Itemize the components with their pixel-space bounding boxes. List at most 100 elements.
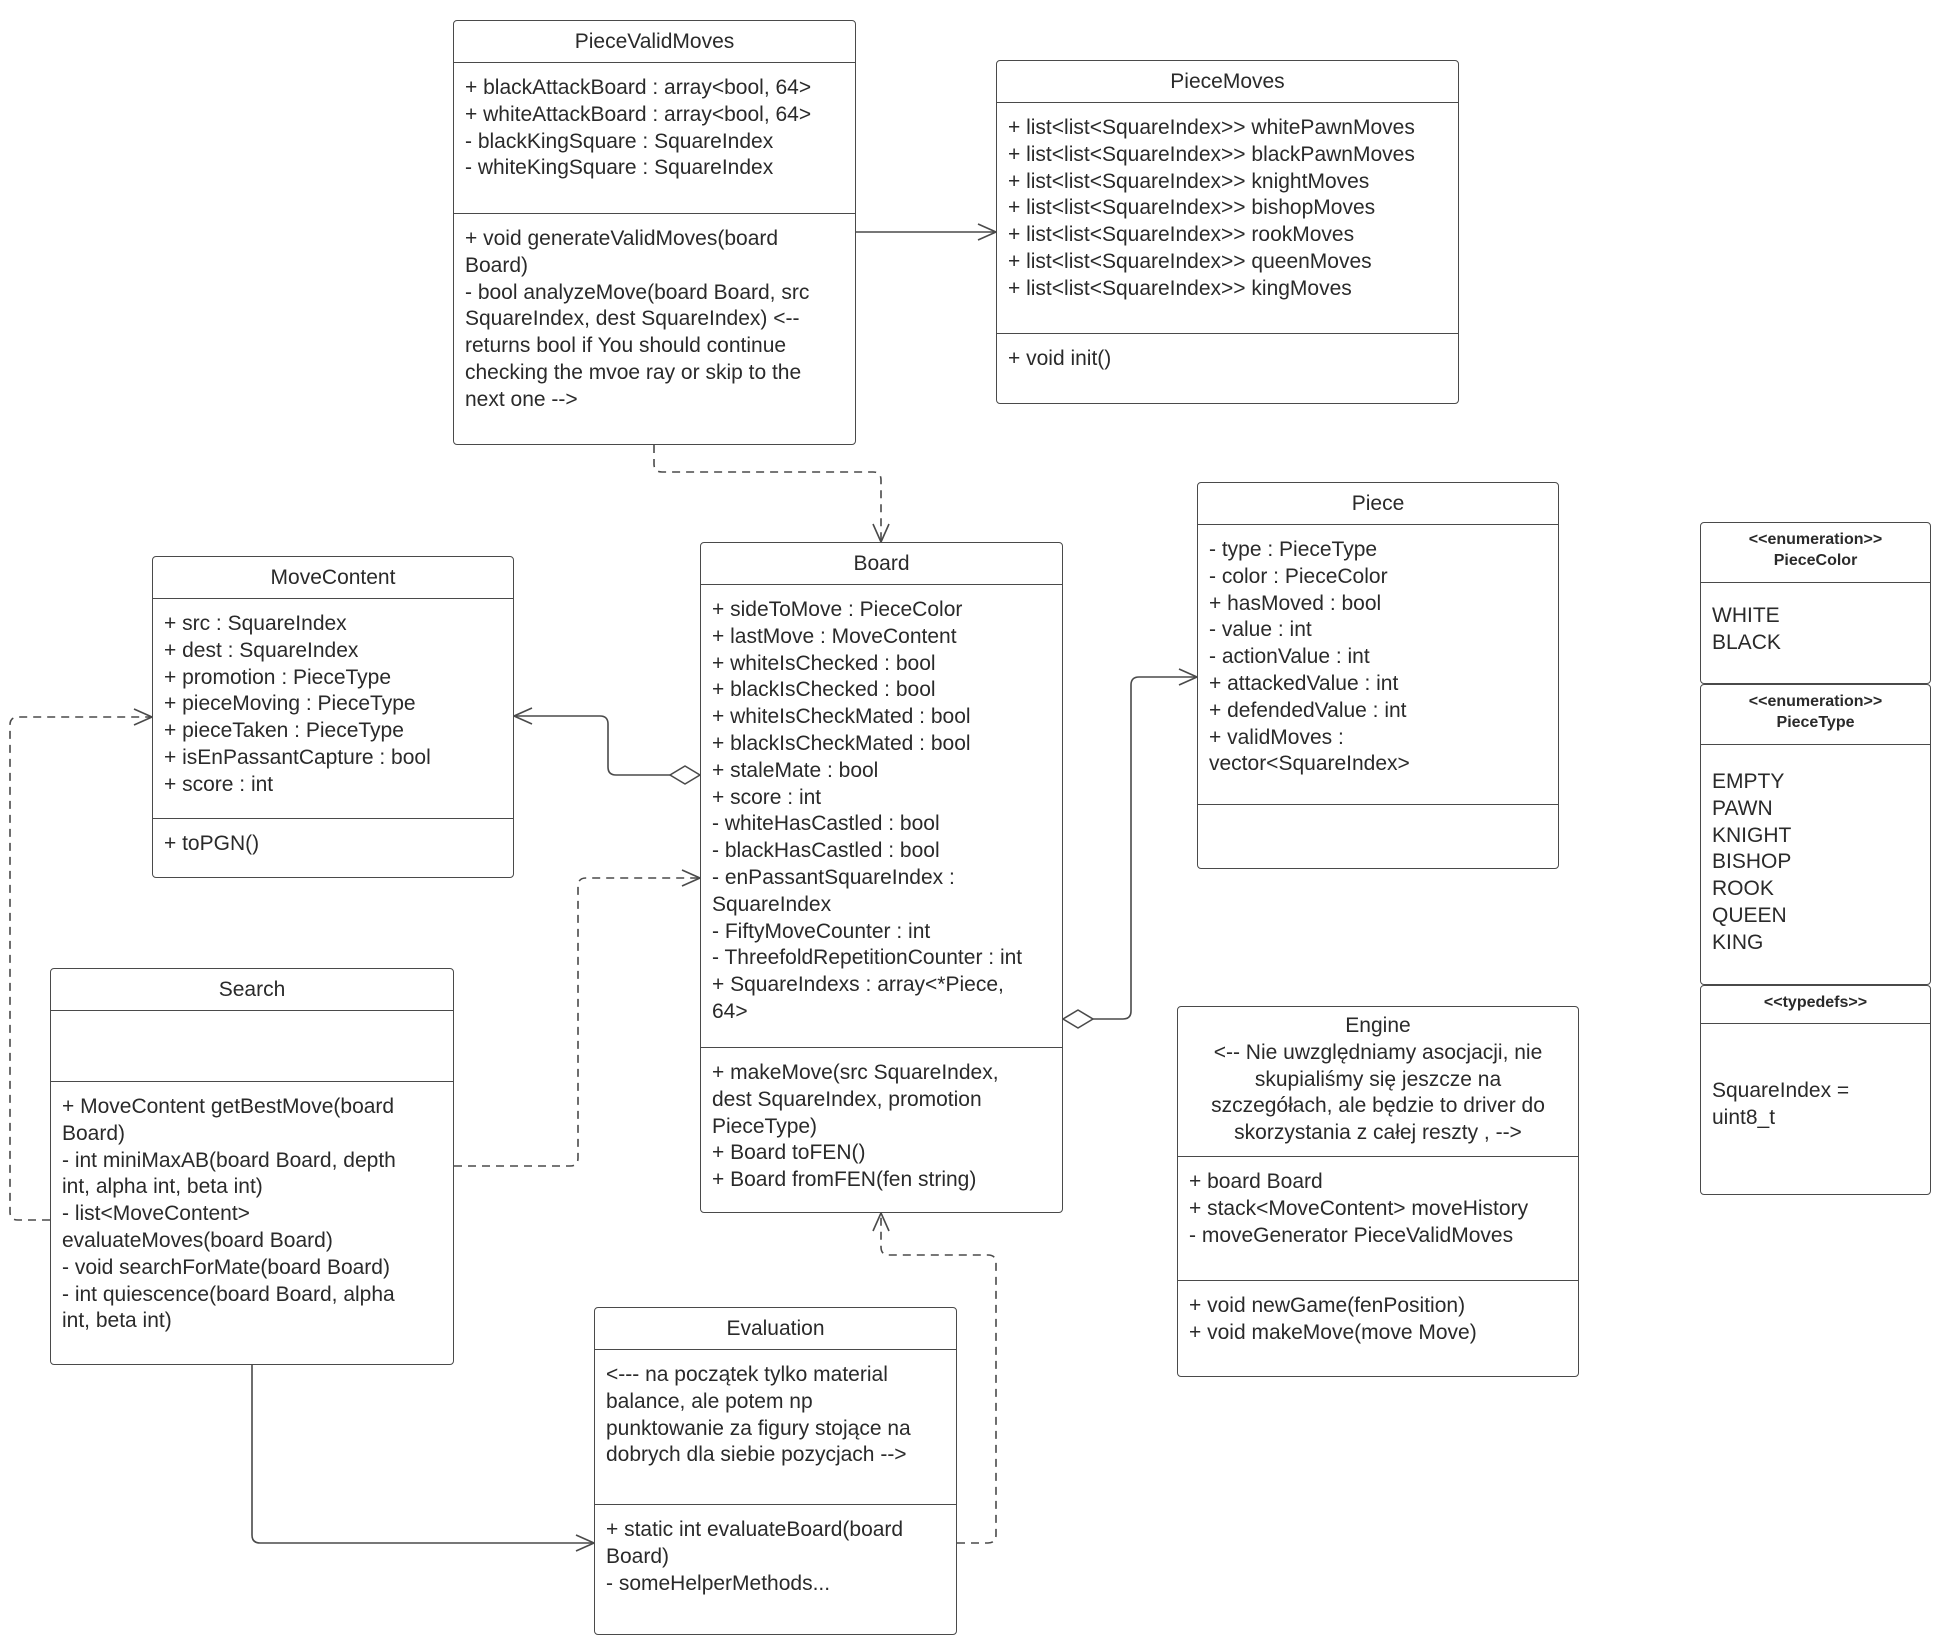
class-name: Board xyxy=(701,543,1062,585)
member-line: - int miniMaxAB(board Board, depth xyxy=(62,1148,396,1172)
class-name: Piece xyxy=(1198,483,1558,525)
member-line: + blackAttackBoard : array<bool, 64> xyxy=(465,76,812,99)
arrowhead-open xyxy=(575,1534,595,1552)
member-line: + board Board xyxy=(1189,1170,1323,1193)
enum-name: PieceColor xyxy=(1773,552,1858,569)
class-name: PieceValidMoves xyxy=(454,21,855,63)
member-line: + blackIsChecked : bool xyxy=(712,678,936,702)
member-line: skorzystania z całej reszty , --> xyxy=(1234,1121,1522,1145)
member-line: + score : int xyxy=(164,772,274,796)
member-line: Board) xyxy=(606,1544,670,1568)
member-line: KNIGHT xyxy=(1712,823,1792,847)
member-line: + promotion : PieceType xyxy=(164,665,392,689)
attributes-section: - type : PieceType- color : PieceColor+ … xyxy=(1198,525,1558,805)
member-line: - color : PieceColor xyxy=(1209,564,1388,588)
class-evaluation[interactable]: Evaluation <--- na początek tylko materi… xyxy=(594,1307,957,1635)
aggregation-diamond xyxy=(1062,1009,1094,1029)
typedefs-box[interactable]: <<typedefs>> SquareIndex =uint8_t xyxy=(1700,985,1931,1195)
attributes-section: + src : SquareIndex+ dest : SquareIndex+… xyxy=(153,599,513,819)
arrowhead-open xyxy=(513,707,533,725)
member-line: + whiteIsChecked : bool xyxy=(712,651,936,675)
arrowhead-open xyxy=(872,1212,890,1232)
attributes-section: + sideToMove : PieceColor + lastMove : Mo… xyxy=(701,585,1062,1048)
member-line: SquareIndex, dest SquareIndex) <-- xyxy=(465,307,800,331)
member-line: + validMoves : xyxy=(1209,725,1344,749)
member-line: + list<list<SquareIndex>> queenMoves xyxy=(1008,249,1372,273)
class-board[interactable]: Board + sideToMove : PieceColor + lastMov… xyxy=(700,542,1063,1213)
member-line: - void searchForMate(board Board) xyxy=(62,1255,390,1279)
class-piece-valid-moves[interactable]: PieceValidMoves + blackAttackBoard : arr… xyxy=(453,20,856,445)
member-line: + attackedValue : int xyxy=(1209,671,1399,695)
class-move-content[interactable]: MoveContent + src : SquareIndex+ dest : … xyxy=(152,556,514,878)
member-line: uint8_t xyxy=(1712,1105,1776,1129)
member-line: - someHelperMethods... xyxy=(606,1571,831,1595)
edge-board-aggregates-movecontent xyxy=(514,715,670,776)
class-piece[interactable]: Piece - type : PieceType- color : PieceC… xyxy=(1197,482,1559,869)
member-line: checking the mvoe ray or skip to the xyxy=(465,360,802,384)
member-line: - value : int xyxy=(1209,618,1312,642)
member-line: + static int evaluateBoard(board xyxy=(606,1518,904,1541)
stereotype-label: <<enumeration>> xyxy=(1748,531,1883,548)
class-name: Engine xyxy=(1345,1014,1411,1037)
member-line: - list<MoveContent> xyxy=(62,1202,250,1226)
member-line: + score : int xyxy=(712,785,822,809)
member-line: + void generateValidMoves(board xyxy=(465,227,779,250)
engine-header: Engine <-- Nie uwzględniamy asocjacji, n… xyxy=(1178,1007,1578,1157)
member-line: - whiteKingSquare : SquareIndex xyxy=(465,156,774,180)
member-line: 64> xyxy=(712,999,748,1023)
edge-board-aggregates-piece xyxy=(1093,676,1197,1020)
member-line: <--- na początek tylko material xyxy=(606,1363,888,1386)
member-line: BISHOP xyxy=(1712,850,1792,874)
member-line: + src : SquareIndex xyxy=(164,612,347,635)
member-line: + list<list<SquareIndex>> knightMoves xyxy=(1008,169,1370,193)
member-line: + list<list<SquareIndex>> blackPawnMoves xyxy=(1008,142,1415,166)
member-line: SquareIndex xyxy=(712,892,832,916)
attributes-section xyxy=(51,1011,453,1082)
member-line: PAWN xyxy=(1712,796,1773,820)
class-name: Search xyxy=(51,969,453,1011)
methods-section: + toPGN() xyxy=(153,819,513,877)
member-line: KING xyxy=(1712,930,1764,954)
typedef-values: SquareIndex =uint8_t xyxy=(1701,1024,1930,1132)
aggregation-diamond xyxy=(669,765,701,785)
member-line: + pieceTaken : PieceType xyxy=(164,719,404,743)
class-piece-moves[interactable]: PieceMoves + list<list<SquareIndex>> whi… xyxy=(996,60,1459,404)
member-line: + list<list<SquareIndex>> kingMoves xyxy=(1008,276,1352,300)
member-line: + sideToMove : PieceColor xyxy=(712,598,963,621)
member-line: evaluateMoves(board Board) xyxy=(62,1228,333,1252)
member-line: - whiteHasCastled : bool xyxy=(712,812,940,836)
arrowhead-open xyxy=(1178,668,1198,686)
arrowhead-open xyxy=(681,869,701,887)
class-name: PieceMoves xyxy=(997,61,1458,103)
member-line: Board) xyxy=(465,253,529,277)
stereotype-label: <<enumeration>> xyxy=(1748,693,1883,710)
member-line: returns bool if You should continue xyxy=(465,334,787,358)
member-line: + SquareIndexs : array<*Piece, xyxy=(712,973,1004,997)
member-line: skupialiśmy się jeszcze na xyxy=(1254,1067,1502,1091)
member-line: + toPGN() xyxy=(164,832,260,855)
class-name: MoveContent xyxy=(153,557,513,599)
edge-search-to-evaluation xyxy=(251,1365,594,1544)
member-line: + void init() xyxy=(1008,347,1112,370)
class-engine[interactable]: Engine <-- Nie uwzględniamy asocjacji, n… xyxy=(1177,1006,1579,1377)
member-line: - blackHasCastled : bool xyxy=(712,839,940,863)
stereotype-label: <<typedefs>> xyxy=(1763,994,1868,1011)
member-line: WHITE xyxy=(1712,604,1780,627)
member-line: - ThreefoldRepetitionCounter : int xyxy=(712,946,1023,970)
member-line: + list<list<SquareIndex>> rookMoves xyxy=(1008,223,1355,247)
member-line: ROOK xyxy=(1712,877,1774,901)
member-line: next one --> xyxy=(465,387,578,411)
member-line: + lastMove : MoveContent xyxy=(712,624,957,648)
member-line: + stack<MoveContent> moveHistory xyxy=(1189,1196,1529,1220)
member-line: int, beta int) xyxy=(62,1309,172,1333)
member-line: + isEnPassantCapture : bool xyxy=(164,745,431,769)
